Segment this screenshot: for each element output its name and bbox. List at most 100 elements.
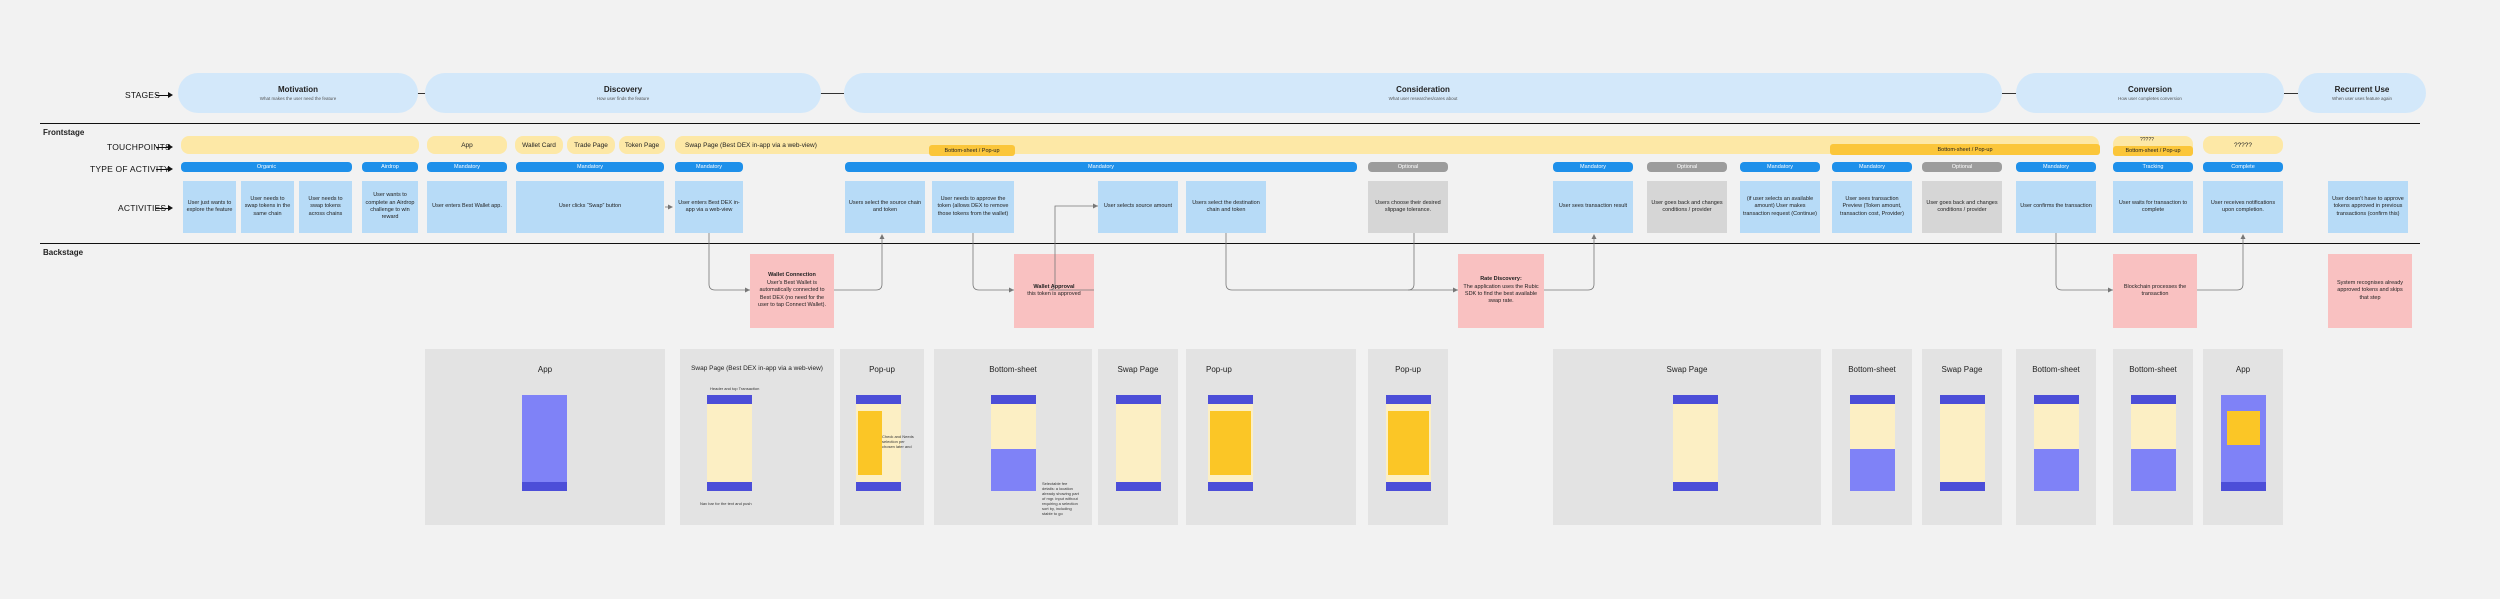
notification-card	[2227, 411, 2260, 445]
screen-panel-popup: Pop-up	[1186, 349, 1356, 525]
activity-card: Users choose their desired slippage tole…	[1368, 181, 1448, 233]
backstage-card-body: System recognises already approved token…	[2336, 279, 2404, 301]
stage-motivation: Motivation What makes the user need the …	[178, 73, 418, 113]
phone-navbar	[2221, 482, 2266, 491]
stage-connector	[2002, 93, 2016, 94]
activity-card: User just wants to explore the feature	[183, 181, 236, 233]
stage-connector	[417, 93, 425, 94]
screen-panel-popup: Pop-up Check and Needs selection per cho…	[840, 349, 924, 525]
annotation-note: Header and top Transaction	[710, 386, 760, 391]
phone-header	[1386, 395, 1431, 404]
touchpoint-unknown: ?????	[2203, 136, 2283, 154]
activity-card: User needs to swap tokens in the same ch…	[241, 181, 294, 233]
activity-card: User waits for transaction to complete	[2113, 181, 2193, 233]
backstage-card-body: this token is approved	[1027, 291, 1081, 297]
type-optional: Optional	[1647, 162, 1727, 172]
screen-title: Swap Page (Best DEX in-app via a web-vie…	[691, 365, 823, 372]
phone-mock	[1673, 395, 1718, 491]
touchpoint-unknown: ?????	[2140, 137, 2154, 143]
touchpoint-token-page: Token Page	[619, 136, 665, 154]
touchpoint-trade-page: Trade Page	[567, 136, 615, 154]
screen-panel-bottom-sheet: Bottom-sheet	[1832, 349, 1912, 525]
backstage-card-body: User's Best Wallet is automatically conn…	[758, 279, 826, 309]
phone-navbar	[707, 482, 752, 491]
screen-title: Bottom-sheet	[1848, 365, 1896, 374]
backstage-card-rate-discovery: Rate Discovery: The application uses the…	[1458, 254, 1544, 328]
bottom-sheet	[991, 449, 1036, 491]
touchpoint-swap-page: Swap Page (Best DEX in-app via a web-vie…	[675, 136, 2099, 154]
type-mandatory: Mandatory	[1553, 162, 1633, 172]
row-label-touchpoints: TOUCHPOINTS	[107, 142, 171, 152]
screen-panel-swap-page: Swap Page	[1553, 349, 1821, 525]
phone-mock	[1850, 395, 1895, 491]
stage-title: Consideration	[1396, 85, 1450, 94]
activity-card: Users select the destination chain and t…	[1186, 181, 1266, 233]
stage-title: Discovery	[603, 85, 643, 94]
type-mandatory: Mandatory	[1832, 162, 1912, 172]
activity-card: User receives notifications upon complet…	[2203, 181, 2283, 233]
backstage-card-wallet-connection: Wallet Connection User's Best Wallet is …	[750, 254, 834, 328]
activity-card: User needs to approve the token (allows …	[932, 181, 1014, 233]
touchpoint-conversion-popup: Bottom-sheet / Pop-up	[2113, 146, 2193, 156]
touchpoint-bottom-sheet-popup: Bottom-sheet / Pop-up	[1830, 144, 2100, 155]
section-frontstage: Frontstage	[43, 128, 85, 137]
row-label-stages: STAGES	[125, 90, 161, 100]
arrowhead-touchpoints	[168, 144, 173, 150]
bottom-sheet	[2131, 449, 2176, 491]
backstage-card-body: Blockchain processes the transaction	[2123, 283, 2187, 297]
screen-title: App	[2235, 365, 2251, 374]
screen-panel-bottom-sheet: Bottom-sheet	[2113, 349, 2193, 525]
stage-subtitle: When user uses feature again	[2331, 96, 2393, 101]
screen-title: Bottom-sheet	[989, 365, 1037, 374]
phone-header	[1940, 395, 1985, 404]
phone-mock	[707, 395, 752, 491]
backstage-card-wallet-approval: Wallet Approval this token is approved	[1014, 254, 1094, 328]
type-mandatory: Mandatory	[1740, 162, 1820, 172]
stage-connector	[820, 93, 844, 94]
activity-card: User enters Best Wallet app.	[427, 181, 507, 233]
screen-title: Bottom-sheet	[2032, 365, 2080, 374]
screen-title: Pop-up	[869, 365, 895, 374]
activity-card: User needs to swap tokens across chains	[299, 181, 352, 233]
phone-mock	[2034, 395, 2079, 491]
annotation-note: Nav bar for the text and push	[700, 501, 752, 506]
phone-mock	[1940, 395, 1985, 491]
phone-header	[856, 395, 901, 404]
phone-header	[2131, 395, 2176, 404]
arrow-touchpoints	[156, 147, 168, 148]
activity-card: User clicks “Swap” button	[516, 181, 664, 233]
phone-header	[991, 395, 1036, 404]
phone-header	[1850, 395, 1895, 404]
screen-panel-swap-page: Swap Page (Best DEX in-app via a web-vie…	[680, 349, 834, 525]
phone-mock	[1386, 395, 1431, 491]
screen-panel-app: App	[425, 349, 665, 525]
arrowhead-stages	[168, 92, 173, 98]
annotation-note: Selectable fee details: a location alrea…	[1042, 481, 1079, 516]
arrow-activities	[156, 208, 168, 209]
stage-title: Recurrent Use	[2334, 85, 2390, 94]
type-mandatory: Mandatory	[2016, 162, 2096, 172]
stage-recurrent-use: Recurrent Use When user uses feature aga…	[2298, 73, 2426, 113]
activity-card: User selects source amount	[1098, 181, 1178, 233]
phone-mock	[522, 395, 567, 491]
activity-card: User sees transaction Preview (Token amo…	[1832, 181, 1912, 233]
type-optional: Optional	[1922, 162, 2002, 172]
screen-panel-swap-page: Swap Page	[1098, 349, 1178, 525]
stage-title: Motivation	[278, 85, 318, 94]
popup-sheet	[1210, 411, 1251, 475]
stage-conversion: Conversion How user completes conversion	[2016, 73, 2284, 113]
row-label-activities: ACTIVITIES	[118, 203, 167, 213]
screen-panel-swap-page: Swap Page	[1922, 349, 2002, 525]
screen-title: Swap Page	[1941, 365, 1983, 374]
type-optional: Optional	[1368, 162, 1448, 172]
phone-mock	[2131, 395, 2176, 491]
activity-card: Users select the source chain and token	[845, 181, 925, 233]
arrow-stages	[156, 95, 168, 96]
frontstage-divider	[40, 123, 2420, 124]
popup-sheet	[858, 411, 882, 475]
phone-header	[1673, 395, 1718, 404]
screen-title: App	[537, 365, 553, 374]
phone-header	[1116, 395, 1161, 404]
screen-panel-bottom-sheet: Bottom-sheet Selectable fee details: a l…	[934, 349, 1092, 525]
phone-header	[2034, 395, 2079, 404]
